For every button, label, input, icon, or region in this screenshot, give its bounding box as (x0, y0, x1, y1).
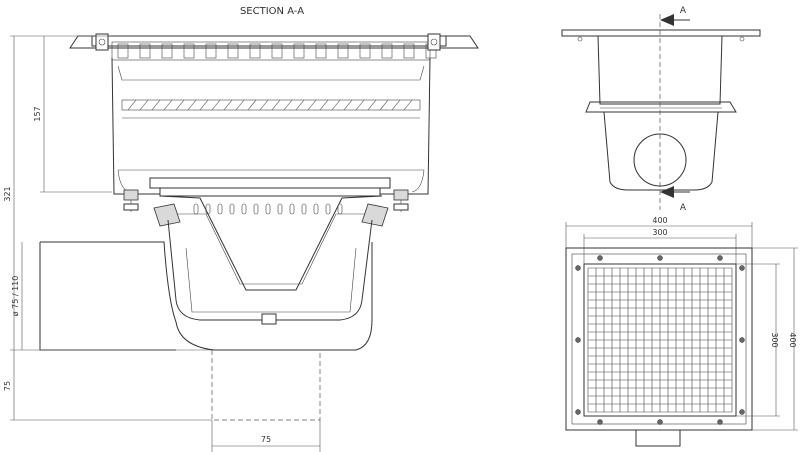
cut-arrow-bottom (660, 186, 674, 198)
dim-bottom-height: 75 (3, 381, 12, 391)
hatch-pattern (127, 99, 413, 111)
plan-view: 400 300 300 400 (565, 216, 798, 447)
dim-outer-height: 400 (788, 332, 797, 347)
dim-inner-height: 300 (770, 332, 779, 347)
side-view: A A (561, 6, 761, 213)
section-dimensions: 157 321 ø 75 / 110 75 75 (3, 35, 321, 452)
section-view: SECTION A-A (3, 6, 479, 452)
dim-inner-width: 300 (652, 228, 667, 237)
funnel-slots (193, 203, 343, 215)
cut-label-top: A (680, 6, 687, 16)
screw-holes (575, 255, 745, 425)
grate (69, 33, 479, 61)
grate-grid (587, 267, 733, 413)
dim-outer-width: 400 (652, 216, 667, 225)
dim-grate-height: 157 (33, 106, 42, 121)
dim-side-outlet: ø 75 / 110 (11, 276, 20, 317)
cut-label-bottom: A (680, 203, 687, 213)
drain-body (111, 57, 431, 212)
section-title: SECTION A-A (240, 6, 304, 17)
dim-total-height: 321 (3, 186, 12, 201)
dim-bottom-width: 75 (261, 435, 271, 444)
cut-arrow-top (660, 14, 674, 26)
trap-funnel (153, 195, 389, 291)
trap-housing (39, 219, 373, 421)
grate-bars (117, 43, 437, 59)
